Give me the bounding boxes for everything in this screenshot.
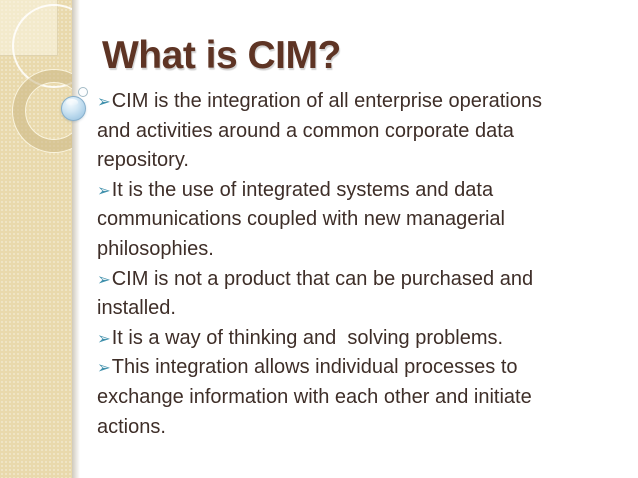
bullet-paragraph: ➢It is the use of integrated systems and…: [97, 176, 617, 265]
bullet-arrow-icon: ➢: [97, 358, 111, 378]
bullet-paragraph: ➢CIM is not a product that can be purcha…: [97, 265, 617, 324]
bullet-line: exchange information with each other and…: [97, 385, 532, 408]
bullet-line: communications coupled with new manageri…: [97, 208, 505, 231]
glossy-sphere-icon: [61, 96, 86, 121]
sidebar-shadow: [72, 0, 80, 478]
slide-body: ➢CIM is the integration of all enterpris…: [97, 87, 617, 442]
bullet-line: ➢This integration allows individual proc…: [97, 356, 518, 379]
bullet-arrow-icon: ➢: [97, 328, 111, 348]
bullet-paragraph: ➢CIM is the integration of all enterpris…: [97, 87, 617, 176]
bullet-line: ➢CIM is not a product that can be purcha…: [97, 267, 534, 290]
bullet-line: installed.: [97, 297, 176, 320]
bullet-line: ➢It is a way of thinking and solving pro…: [97, 326, 504, 349]
bullet-arrow-icon: ➢: [97, 180, 111, 200]
bullet-line: philosophies.: [97, 237, 214, 260]
bullet-paragraph: ➢This integration allows individual proc…: [97, 353, 617, 442]
bullet-list: ➢CIM is the integration of all enterpris…: [97, 87, 617, 442]
bullet-paragraph: ➢It is a way of thinking and solving pro…: [97, 324, 617, 354]
small-circle-icon: [78, 87, 88, 97]
bullet-arrow-icon: ➢: [97, 269, 111, 289]
bullet-arrow-icon: ➢: [97, 92, 111, 111]
bullet-line: repository.: [97, 149, 189, 172]
bullet-line: ➢It is the use of integrated systems and…: [97, 178, 494, 201]
bullet-line: ➢CIM is the integration of all enterpris…: [97, 90, 542, 112]
slide-title: What is CIM?: [102, 34, 341, 77]
sidebar-decoration: [0, 0, 72, 478]
bullet-line: actions.: [97, 415, 166, 438]
bullet-line: and activities around a common corporate…: [97, 119, 514, 142]
